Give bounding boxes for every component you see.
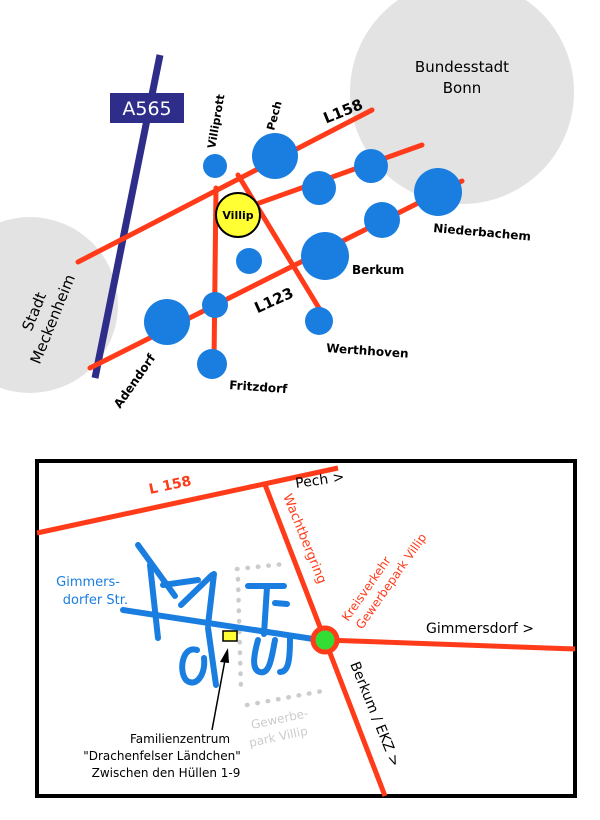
- local-street: [205, 571, 217, 628]
- detail-map: L 158 Pech > Wachtbergring Kreisverkehr …: [35, 459, 577, 798]
- l123-label: L123: [252, 284, 297, 317]
- berkum-marker: [301, 232, 349, 280]
- werthhoven-label: Werthhoven: [326, 341, 409, 361]
- meckenheim-area: [0, 217, 118, 393]
- wachtbergring-road: [261, 481, 328, 641]
- local-street: [147, 562, 161, 641]
- village-marker: [364, 202, 400, 238]
- l158-detail-road: [36, 465, 339, 536]
- a565-badge: [110, 93, 184, 123]
- local-street: [277, 635, 293, 675]
- local-street: [205, 625, 219, 688]
- local-street-loop: [179, 646, 208, 686]
- adendorf-label: Adendorf: [111, 351, 159, 411]
- gimmersdorf-direction-label: Gimmersdorf >: [426, 621, 534, 637]
- destination-arrow-shaft: [211, 659, 226, 731]
- gimmersdorf-road: [324, 637, 576, 652]
- detail-frame: [35, 459, 577, 798]
- roundabout: [310, 625, 340, 655]
- a565-label: A565: [122, 98, 171, 120]
- destination-marker: [222, 630, 238, 642]
- adendorf-marker: [144, 299, 190, 345]
- gewerbepark-outline: [234, 561, 331, 708]
- werthhoven-marker: [305, 307, 333, 335]
- villip-label: Villip: [222, 209, 253, 222]
- village-marker: [202, 292, 228, 318]
- gimmersdorfer-label-line1: Gimmers-: [56, 575, 120, 590]
- berkum-road: [322, 639, 388, 797]
- destination-arrow-head: [220, 648, 229, 663]
- bonn-road: [245, 142, 425, 210]
- gewerbepark-boundary: [234, 561, 287, 572]
- bonn-label-line2: Bonn: [443, 79, 481, 97]
- pech-label: Pech: [264, 100, 284, 132]
- l123-road: [87, 178, 465, 371]
- villiprott-marker: [203, 154, 227, 178]
- local-street: [272, 600, 290, 607]
- gimmersdorfer-label-line2: dorfer Str.: [63, 593, 128, 608]
- pech-direction-label: Pech >: [294, 469, 345, 492]
- village-markers: [144, 133, 462, 379]
- local-street: [135, 542, 178, 599]
- village-marker: [236, 248, 262, 274]
- niederbachem-label: Niederbachem: [433, 221, 532, 243]
- local-street-loop: [251, 637, 278, 676]
- bonn-label-line1: Bundesstadt: [415, 58, 509, 76]
- destination-label-line1: Familienzentrum: [130, 732, 230, 746]
- village-marker: [354, 149, 388, 183]
- destination-label-line3: Zwischen den Hüllen 1-9: [92, 766, 241, 780]
- village-marker: [302, 171, 336, 205]
- villiprott-label: Villiprott: [205, 93, 227, 149]
- gewerbepark-boundary: [235, 576, 244, 693]
- fritzdorf-label: Fritzdorf: [229, 378, 289, 396]
- niederbachem-marker: [414, 168, 462, 216]
- fritzdorf-marker: [197, 349, 227, 379]
- overview-map: Villip A565 Bundesstadt Bonn Stadt Mecke…: [0, 0, 574, 411]
- detail-roads: [36, 465, 576, 797]
- gewerbepark-boundary: [244, 687, 331, 708]
- local-street: [178, 572, 215, 608]
- local-streets: [120, 542, 323, 688]
- local-street: [261, 584, 270, 637]
- local-street: [160, 577, 201, 588]
- berkum-label: Berkum: [352, 263, 404, 277]
- pech-marker: [252, 133, 298, 179]
- villip-marker: [215, 192, 261, 238]
- destination-label-line2: "Drachenfelser Ländchen": [83, 749, 241, 763]
- l158-road: [75, 107, 375, 265]
